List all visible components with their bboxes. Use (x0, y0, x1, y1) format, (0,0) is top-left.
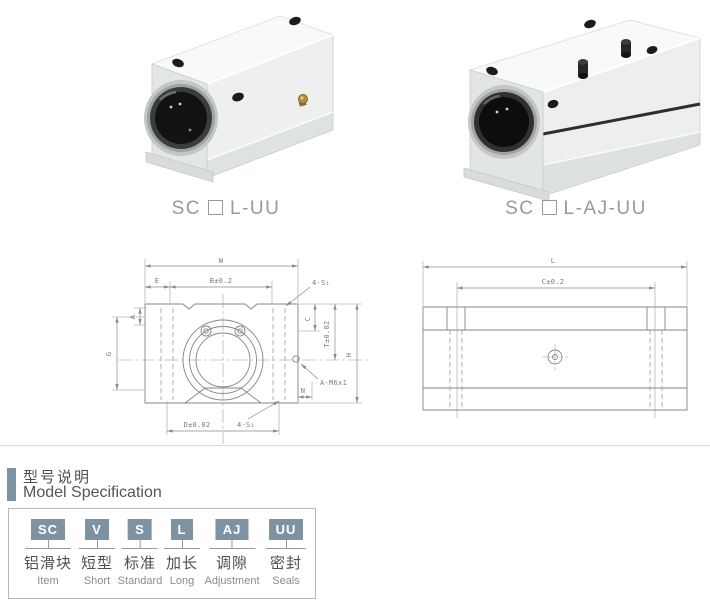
caption-prefix: SC (505, 198, 535, 219)
label-zh: 加长 (165, 555, 198, 572)
label-zh: 铝滑块 (23, 555, 73, 572)
dim-label-c-spacing: C±0.2 (542, 278, 565, 286)
dim-label-g: G (105, 352, 113, 357)
caption-suffix: L-UU (230, 198, 281, 219)
section-divider (0, 445, 710, 446)
connector-stem (231, 540, 233, 548)
dim-label-w: W (219, 257, 224, 265)
label-en: Seals (272, 575, 300, 587)
spec-col-sc: SC 铝滑块 Item (24, 519, 72, 587)
connector-stem (181, 540, 183, 548)
dim-label-h: H (345, 353, 353, 358)
spec-col-s: S 标准 Standard (117, 519, 163, 587)
size-placeholder-icon (541, 200, 557, 215)
dim-label-t: T±0.02 (323, 320, 331, 347)
connector-stem (285, 540, 287, 548)
caption-suffix: L-AJ-UU (563, 198, 647, 219)
label-en: Adjustment (204, 575, 260, 587)
label-zh: 调隙 (215, 555, 248, 572)
connector-bar (24, 548, 71, 549)
label-en: Long (169, 575, 195, 587)
connector-bar (122, 548, 158, 549)
adjustment-slot (542, 102, 701, 136)
label-en: Short (83, 575, 111, 587)
section-title-zh: 型号说明 (23, 469, 92, 486)
screw-icon (232, 92, 244, 102)
screw-icon (547, 99, 559, 109)
dim-label-c: C (304, 317, 312, 322)
dim-label-l: L (551, 257, 556, 265)
label-en: Item (37, 575, 59, 587)
label-zh: 密封 (269, 555, 302, 572)
spec-col-uu: UU 密封 Seals (266, 519, 306, 587)
dim-label-b: B±0.2 (210, 277, 233, 285)
model-spec-table: SC 铝滑块 Item V 短型 Short S 标准 Standard L 加… (8, 508, 316, 599)
connector-stem (96, 540, 98, 548)
code-badge: S (128, 519, 152, 540)
product-photo-sc-l-aj-uu (463, 19, 702, 202)
label-zh: 标准 (123, 555, 156, 572)
dim-label-n: N (301, 387, 306, 395)
side-view-drawing: L C±0.2 (410, 257, 710, 450)
label-en: Standard (117, 575, 163, 587)
section-title-en: Model Specification (23, 484, 162, 501)
dim-label-s1-bottom: 4-S₁ (237, 421, 255, 429)
product-photo-sc-l-uu (144, 15, 335, 183)
front-view-drawing: W E B±0.2 4-S₁ A G C T±0.02 H A-M6x1 N D… (105, 257, 380, 450)
set-screw-icon (578, 59, 588, 79)
grease-nipple-icon (297, 94, 308, 107)
code-badge: V (85, 519, 109, 540)
dim-label-e: E (155, 277, 160, 285)
screw-icon (486, 66, 498, 76)
dim-label-a: A (129, 314, 137, 319)
caption-prefix: SC (171, 198, 202, 219)
connector-stem (47, 540, 49, 548)
set-screw-icon (621, 39, 631, 58)
code-badge: L (170, 519, 194, 540)
connector-bar (209, 548, 255, 549)
code-badge: SC (30, 519, 66, 540)
dim-label-grease: A-M6x1 (320, 379, 347, 387)
connector-bar (164, 548, 200, 549)
screw-icon (646, 46, 658, 54)
product-caption-sc-l-uu: SC L-UU (121, 198, 331, 220)
grease-port-symbol (542, 344, 568, 370)
label-zh: 短型 (80, 555, 113, 572)
product-caption-sc-l-aj-uu: SC L-AJ-UU (471, 198, 681, 220)
connector-stem (139, 540, 141, 548)
spec-col-v: V 短型 Short (79, 519, 115, 587)
spec-col-l: L 加长 Long (164, 519, 200, 587)
bearing-bore (468, 85, 540, 159)
screw-icon (289, 16, 301, 26)
bearing-bore (144, 80, 218, 156)
spec-col-aj: AJ 调隙 Adjustment (204, 519, 260, 587)
code-badge: AJ (215, 519, 249, 540)
section-bullet (7, 468, 16, 501)
connector-bar (79, 548, 115, 549)
code-badge: UU (268, 519, 304, 540)
dim-label-s1-top: 4-S₁ (312, 279, 330, 287)
screw-icon (584, 19, 596, 29)
dim-label-d: D±0.02 (183, 421, 210, 429)
connector-bar (266, 548, 306, 549)
screw-icon (172, 58, 184, 68)
size-placeholder-icon (208, 200, 224, 215)
